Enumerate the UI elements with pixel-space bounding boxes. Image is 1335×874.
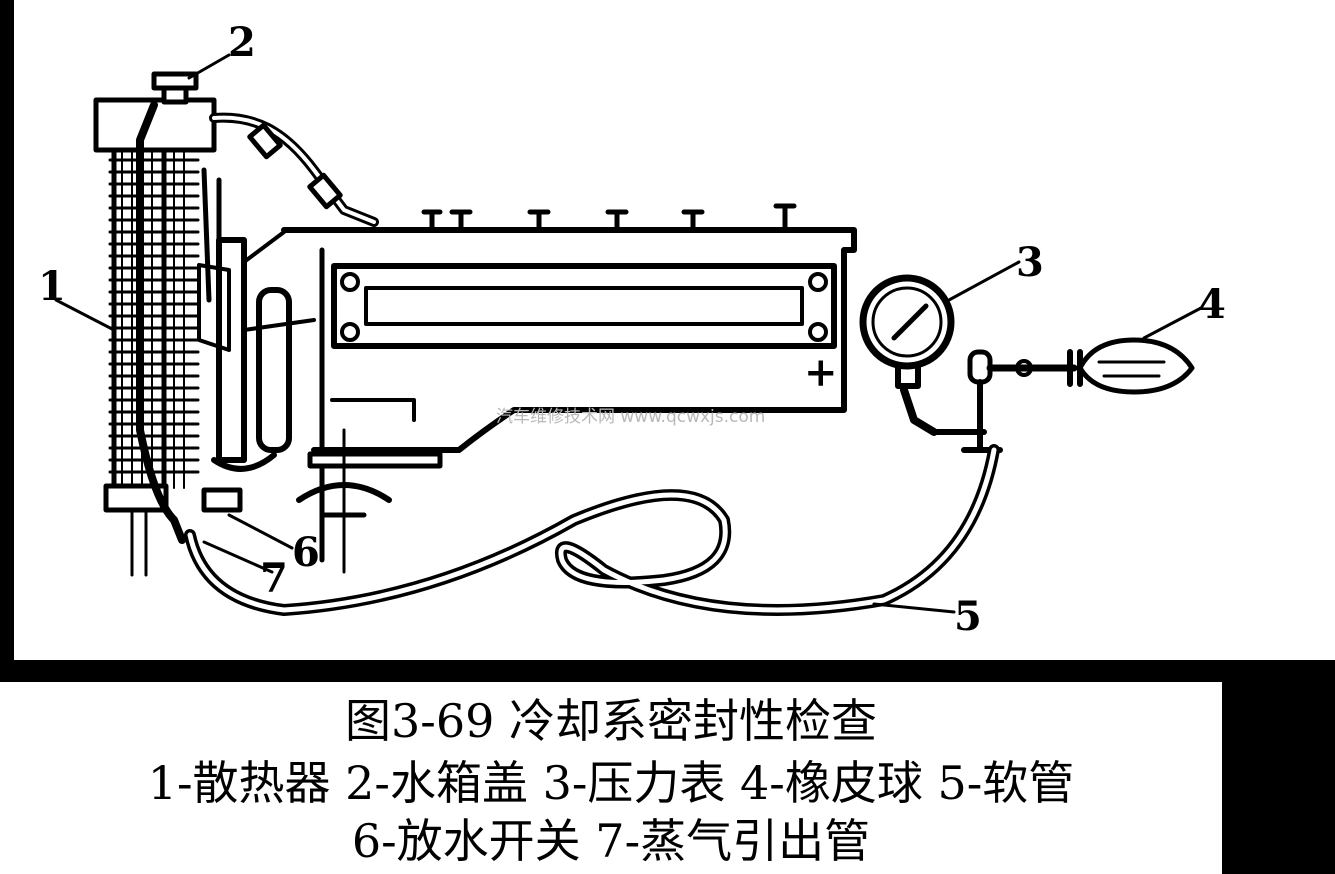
- callout-4: 4: [1198, 281, 1226, 328]
- callout-2: 2: [228, 19, 256, 66]
- figure-panel: 1 2 3 4 5 6 7 + 汽车维修技术网 www.qcwxjs.com: [14, 0, 1335, 660]
- callout-3: 3: [1016, 239, 1044, 286]
- rubber-bulb: [961, 337, 1195, 453]
- engine-block: [242, 203, 857, 574]
- callout-5: 5: [954, 593, 982, 640]
- radiator: [93, 97, 217, 577]
- figure-title: 图3-69 冷却系密封性检查: [345, 694, 877, 748]
- watermark: 汽车维修技术网 www.qcwxjs.com: [496, 407, 765, 427]
- water-pump: [197, 167, 292, 513]
- legend-line-1: 1-散热器 2-水箱盖 3-压力表 4-橡皮球 5-软管: [147, 756, 1075, 810]
- callout-1: 1: [38, 263, 66, 310]
- legend-line-2: 6-放水开关 7-蒸气引出管: [351, 814, 871, 868]
- callout-7: 7: [260, 555, 288, 602]
- cooling-system-diagram: 1 2 3 4 5 6 7 + 汽车维修技术网 www.qcwxjs.com: [38, 19, 1226, 640]
- radiator-cap: [151, 71, 199, 105]
- pressure-gauge: [859, 274, 987, 436]
- caption-panel: 图3-69 冷却系密封性检查 1-散热器 2-水箱盖 3-压力表 4-橡皮球 5…: [0, 682, 1222, 874]
- callout-6: 6: [292, 529, 320, 576]
- gauge-plus-mark: +: [804, 349, 838, 396]
